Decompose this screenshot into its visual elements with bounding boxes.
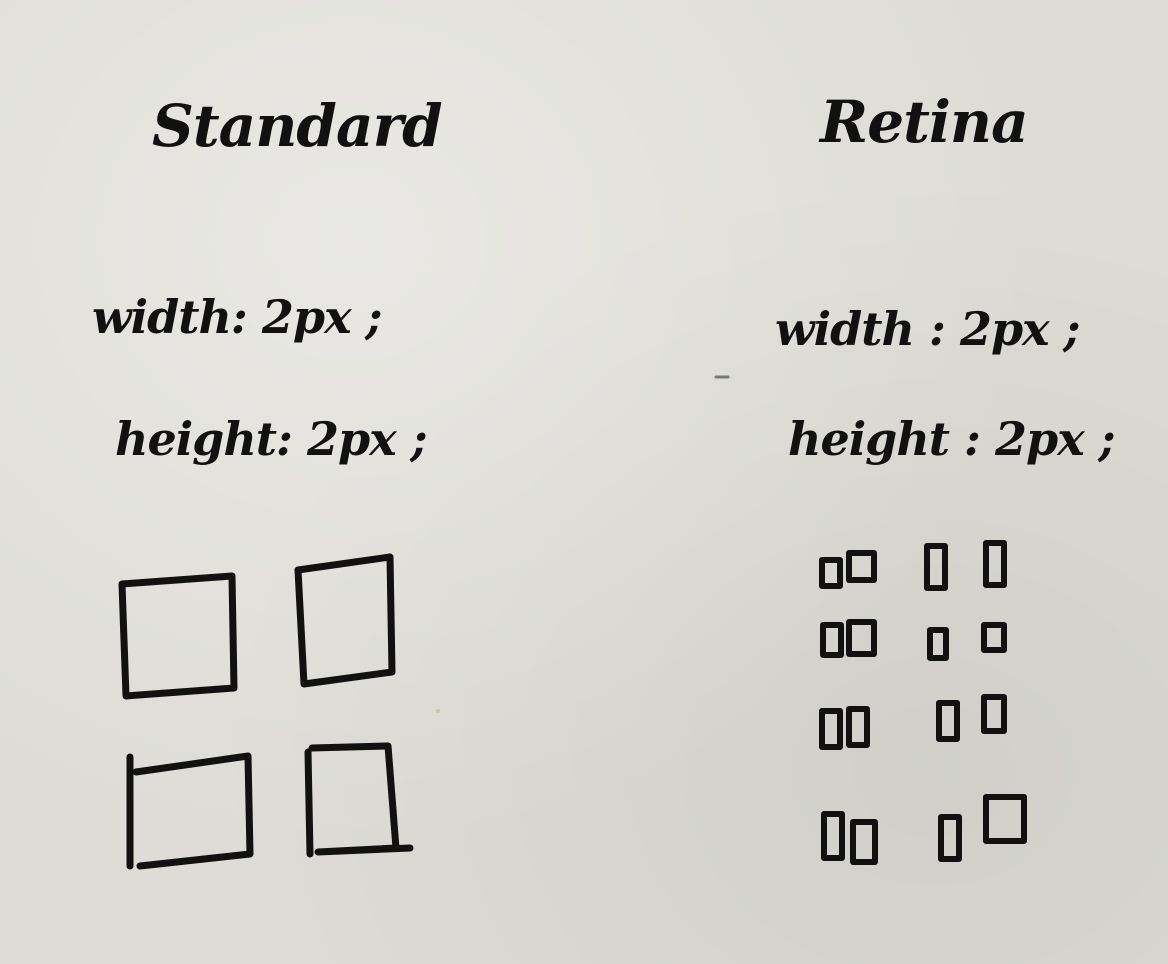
standard-box-4	[304, 742, 414, 858]
standard-box-grid	[118, 553, 414, 870]
retina-box-r4c2	[850, 819, 878, 865]
retina-box-r2c4	[981, 622, 1007, 653]
retina-box-r3c3	[936, 700, 960, 742]
standard-box-1	[118, 572, 238, 700]
retina-box-r1c2	[846, 550, 877, 583]
retina-box-r2c3	[927, 627, 949, 661]
standard-height-line: height: 2px ;	[115, 412, 428, 466]
retina-box-r1c1	[819, 557, 843, 589]
retina-box-r4c1	[821, 811, 845, 861]
retina-box-r3c1	[819, 708, 843, 750]
retina-box-grid	[819, 540, 1027, 865]
retina-box-r1c4	[983, 540, 1007, 588]
retina-box-r4c4	[983, 794, 1027, 844]
standard-box-3	[126, 752, 254, 870]
paper-speck	[436, 709, 440, 713]
standard-width-line: width: 2px ;	[92, 290, 383, 344]
standard-title: Standard	[152, 92, 443, 160]
retina-height-line: height : 2px ;	[788, 412, 1116, 466]
retina-box-r3c4	[981, 694, 1007, 734]
retina-box-r4c3	[938, 814, 962, 862]
retina-box-r3c2	[846, 706, 870, 748]
retina-box-r2c1	[820, 622, 844, 658]
retina-title: Retina	[820, 88, 1029, 156]
retina-box-r1c3	[924, 543, 948, 591]
retina-box-r2c2	[846, 619, 877, 657]
retina-width-line: width : 2px ;	[775, 302, 1081, 356]
standard-box-2	[294, 553, 396, 688]
